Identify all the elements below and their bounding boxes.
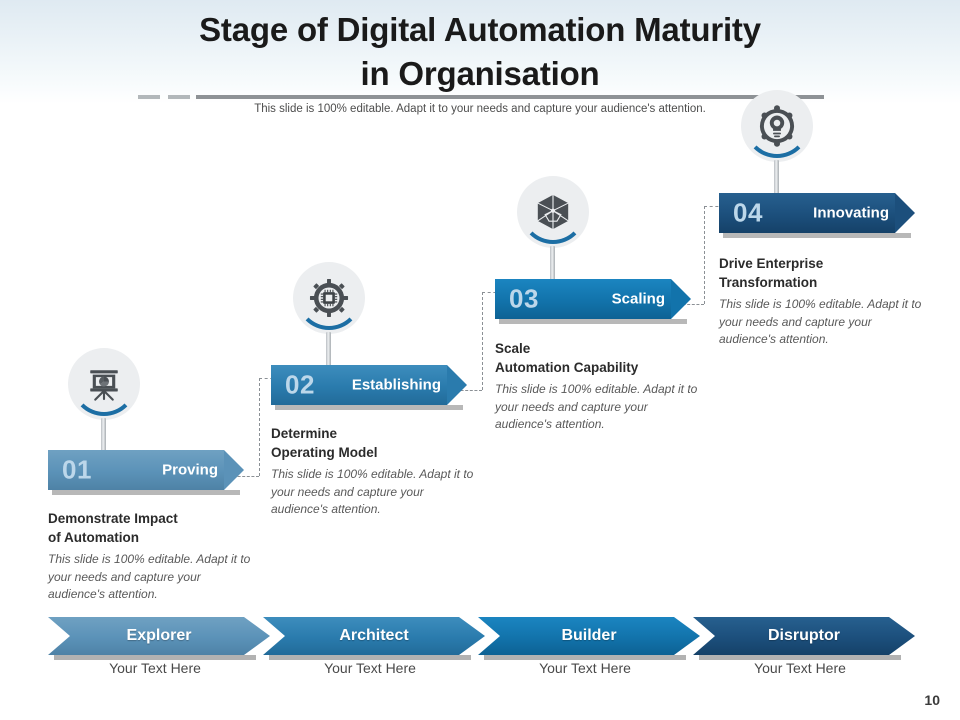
footer-caption-explorer: Your Text Here xyxy=(109,660,201,676)
stage-03-arrow-body xyxy=(495,279,671,319)
stage-02-heading-line2: Operating Model xyxy=(271,444,378,460)
stage-04-description: This slide is 100% editable. Adapt it to… xyxy=(719,297,922,346)
stage-03-heading-line2: Automation Capability xyxy=(495,359,639,375)
footer-chevron-architect-label: Architect xyxy=(339,627,409,644)
stage-03-stem xyxy=(550,246,555,296)
title-underline-dash-1 xyxy=(138,95,160,99)
stage-04-heading-line1: Drive Enterprise xyxy=(719,256,824,271)
stage-04-stem xyxy=(774,160,779,210)
stage-03-heading-line1: Scale xyxy=(495,341,531,356)
stage-04-arrow[interactable]: 04 Innovating xyxy=(719,193,915,238)
footer-chevron-architect[interactable]: Architect xyxy=(263,617,485,660)
stage-01-arrow-body xyxy=(48,450,224,490)
page-title-line2: in Organisation xyxy=(360,55,600,92)
stage-02-number: 02 xyxy=(285,369,315,400)
stage-04-heading-line2: Transformation xyxy=(719,274,818,290)
stage-02-arrow[interactable]: 02 Establishing xyxy=(271,365,467,410)
stage-03-arrow[interactable]: 03 Scaling xyxy=(495,279,691,324)
title-underline xyxy=(138,95,824,100)
stage-02-description: This slide is 100% editable. Adapt it to… xyxy=(271,467,474,516)
page-title: Stage of Digital Automation Maturity in … xyxy=(0,8,960,96)
stage-04-arrow-tip xyxy=(895,193,915,233)
stage-02-heading: Determine Operating Model xyxy=(271,425,486,462)
stage-04-heading: Drive Enterprise Transformation xyxy=(719,255,934,292)
stage-01-arrow[interactable]: 01 Proving xyxy=(48,450,244,495)
footer-chevron-builder-shadow xyxy=(484,655,686,660)
stage-04-number: 04 xyxy=(733,197,763,228)
stage-01-icon-circle xyxy=(68,348,140,420)
polyhedron-network-icon xyxy=(532,191,574,233)
gear-chip-icon xyxy=(308,277,350,319)
footer-chevron-explorer-shadow xyxy=(54,655,256,660)
stage-03-label: Scaling xyxy=(611,290,665,308)
footer-caption-disruptor: Your Text Here xyxy=(754,660,846,676)
stage-03-number: 03 xyxy=(509,283,539,314)
footer-caption-architect: Your Text Here xyxy=(324,660,416,676)
stage-03-description: This slide is 100% editable. Adapt it to… xyxy=(495,382,698,431)
stage-02-stem xyxy=(326,332,331,382)
footer-chevron-explorer[interactable]: Explorer xyxy=(48,617,270,660)
footer-chevron-architect-shadow xyxy=(269,655,471,660)
footer-chevron-explorer-body xyxy=(48,617,270,655)
stage-03-arrow-tip xyxy=(671,279,691,319)
stage-03-arrow-shadow xyxy=(499,319,687,324)
stage-04-arrow-body xyxy=(719,193,895,233)
stage-04-arrow-shadow xyxy=(723,233,911,238)
footer-chevron-builder-label: Builder xyxy=(561,627,617,644)
footer-chevron-disruptor-body xyxy=(693,617,915,655)
title-underline-bar xyxy=(196,95,824,99)
stage-03-icon-circle xyxy=(517,176,589,248)
stage-04-icon-circle xyxy=(741,90,813,162)
stage-04-label: Innovating xyxy=(813,204,889,222)
page-title-line1: Stage of Digital Automation Maturity xyxy=(199,11,761,48)
stage-01-heading-line1: Demonstrate Impact xyxy=(48,511,178,526)
title-underline-dash-2 xyxy=(168,95,190,99)
stage-03-heading: Scale Automation Capability xyxy=(495,340,710,377)
page-number: 10 xyxy=(924,692,940,708)
stage-01-arrow-tip xyxy=(224,450,244,490)
header-background xyxy=(0,0,960,104)
stage-01-heading-line2: of Automation xyxy=(48,529,139,545)
stage-02-icon-circle xyxy=(293,262,365,334)
footer-chevron-disruptor[interactable]: Disruptor xyxy=(693,617,915,660)
stage-01-number: 01 xyxy=(62,454,92,485)
stage-02-label: Establishing xyxy=(351,376,441,394)
stage-01-label: Proving xyxy=(162,461,218,479)
page-subtitle: This slide is 100% editable. Adapt it to… xyxy=(254,103,706,115)
presentation-chart-icon xyxy=(84,364,124,404)
stage-01-stem xyxy=(101,418,106,468)
stage-01-heading: Demonstrate Impact of Automation xyxy=(48,510,263,547)
stage-01-arrow-shadow xyxy=(52,490,240,495)
footer-caption-builder: Your Text Here xyxy=(539,660,631,676)
stage-02-arrow-tip xyxy=(447,365,467,405)
stage-02-arrow-body xyxy=(271,365,447,405)
footer-chevron-architect-body xyxy=(263,617,485,655)
footer-chevron-explorer-label: Explorer xyxy=(126,627,192,644)
footer-chevron-disruptor-label: Disruptor xyxy=(768,627,840,644)
stage-02-heading-line1: Determine xyxy=(271,426,338,441)
footer-chevron-builder[interactable]: Builder xyxy=(478,617,700,660)
footer-chevron-disruptor-shadow xyxy=(699,655,901,660)
footer-chevron-builder-body xyxy=(478,617,700,655)
stage-01-description: This slide is 100% editable. Adapt it to… xyxy=(48,552,251,601)
lightbulb-network-icon xyxy=(756,105,798,147)
stage-02-arrow-shadow xyxy=(275,405,463,410)
